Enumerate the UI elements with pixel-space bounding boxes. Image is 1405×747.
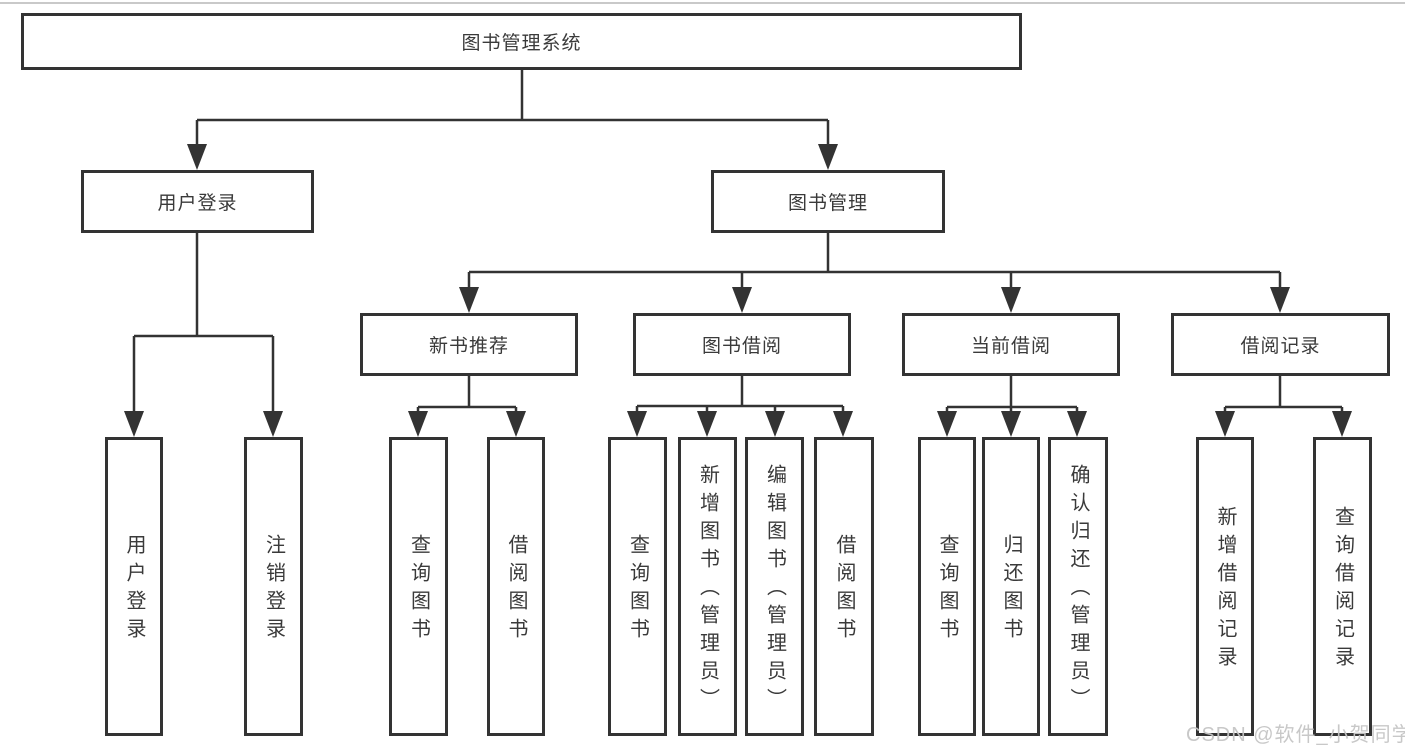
node-borrow-records: 借阅记录 (1171, 313, 1390, 376)
csdn-watermark: CSDN @软件_小贺同学 (1186, 724, 1405, 746)
node-new-book-recommend: 新书推荐 (360, 313, 578, 376)
leaf-logout: 注销登录 (244, 437, 303, 736)
leaf-query-books-recommend: 查询图书 (389, 437, 448, 736)
node-library-management-system: 图书管理系统 (21, 13, 1022, 70)
node-book-management-module: 图书管理 (711, 170, 945, 233)
leaf-add-books-admin: 新增图书（管理员） (678, 437, 737, 736)
leaf-borrow-books-recommend: 借阅图书 (487, 437, 545, 736)
leaf-query-books-current: 查询图书 (918, 437, 976, 736)
top-divider-line (0, 2, 1405, 4)
leaf-query-borrow-record: 查询借阅记录 (1313, 437, 1372, 736)
node-book-borrow: 图书借阅 (633, 313, 851, 376)
leaf-user-login: 用户登录 (105, 437, 163, 736)
leaf-add-borrow-record: 新增借阅记录 (1196, 437, 1254, 736)
connector-paths (132, 70, 1344, 413)
node-user-login-module: 用户登录 (81, 170, 314, 233)
leaf-confirm-return-admin: 确认归还（管理员） (1048, 437, 1108, 736)
leaf-query-books-borrow: 查询图书 (608, 437, 667, 736)
leaf-borrow-books: 借阅图书 (814, 437, 874, 736)
node-current-borrow: 当前借阅 (902, 313, 1120, 376)
leaf-return-books: 归还图书 (982, 437, 1040, 736)
arrowheads (124, 144, 1352, 437)
leaf-edit-books-admin: 编辑图书（管理员） (745, 437, 804, 736)
